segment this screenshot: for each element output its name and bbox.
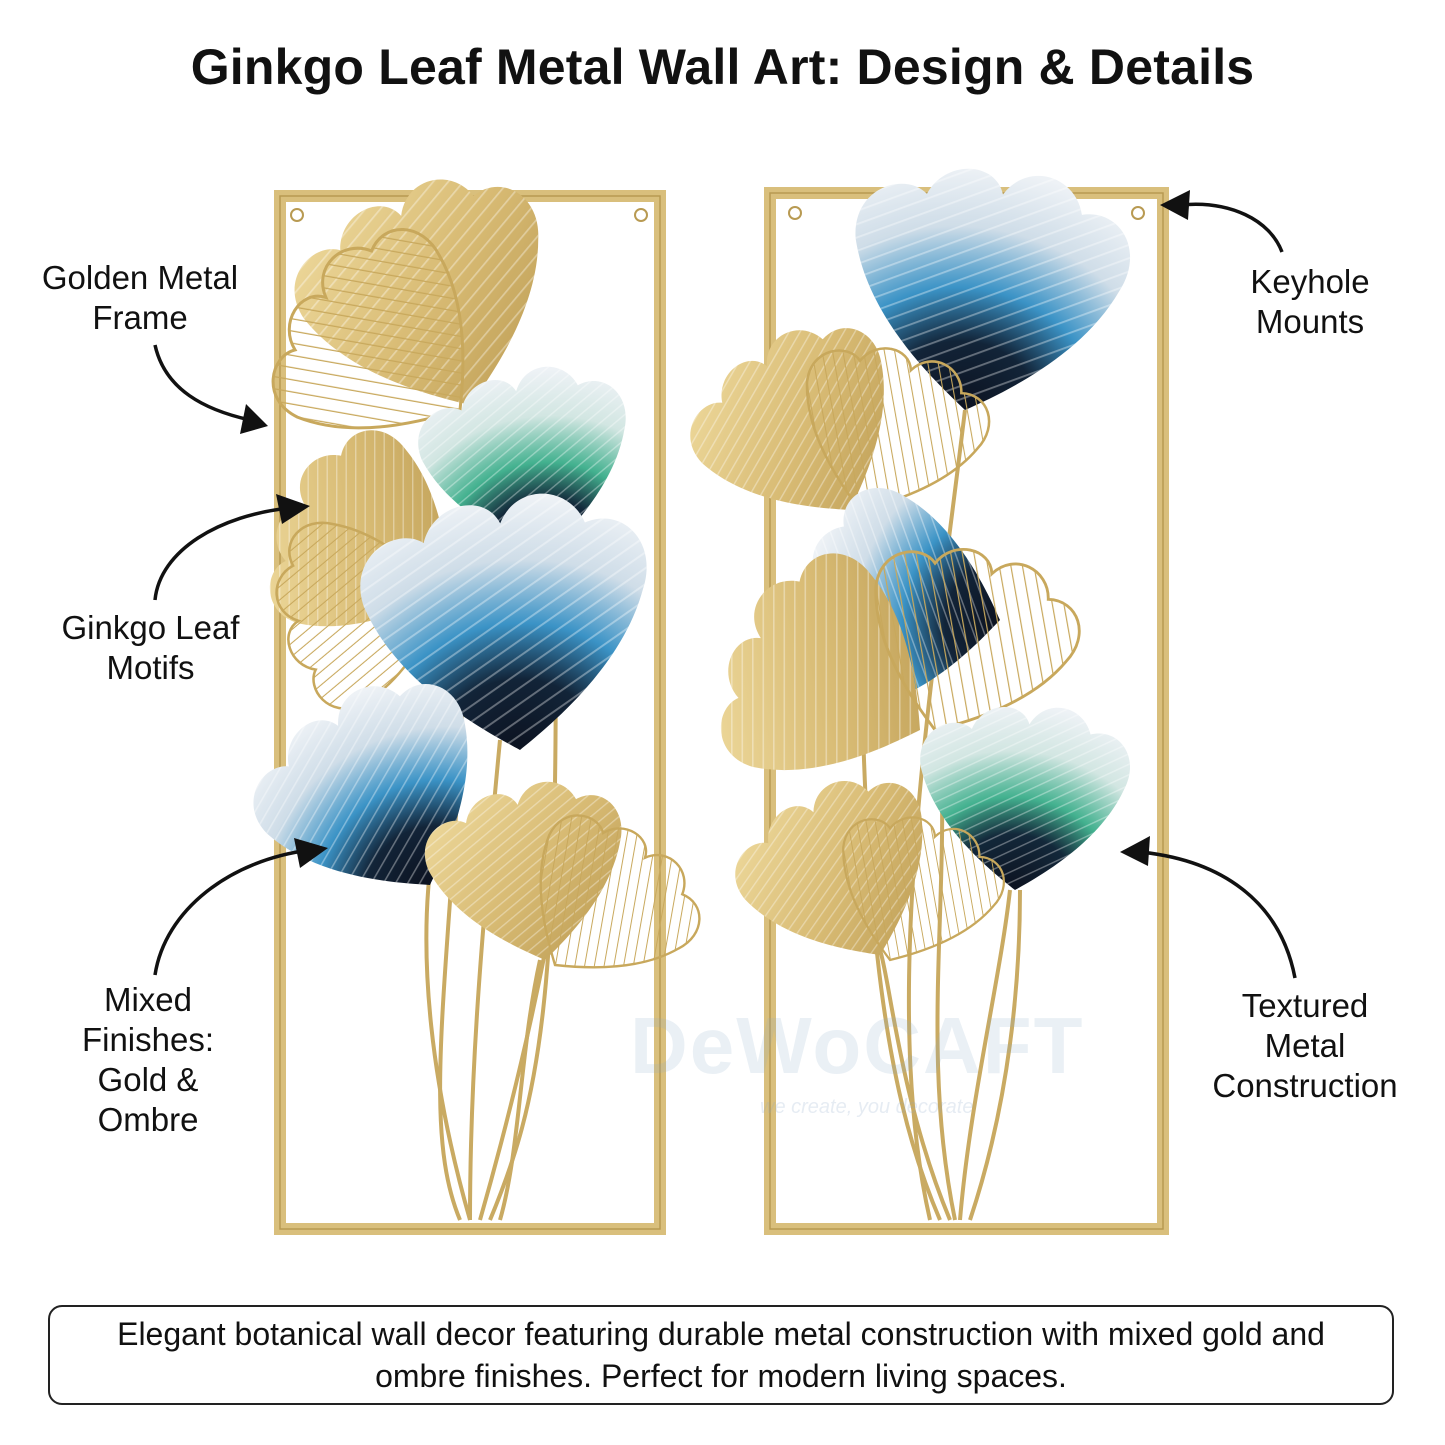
label-textured-metal-construction: Textured Metal Construction [1212, 987, 1398, 1104]
page-title: Ginkgo Leaf Metal Wall Art: Design & Det… [190, 39, 1255, 95]
arrow-mixed-finishes [153, 848, 311, 976]
arrow-golden-frame [153, 344, 251, 422]
watermark-tagline: we create, you decorate [760, 1096, 974, 1118]
arrow-textured-metal [1139, 850, 1297, 979]
description-box: Elegant botanical wall decor featuring d… [48, 1305, 1394, 1405]
callout-arrows [153, 202, 1297, 979]
arrow-ginkgo-motifs [153, 506, 291, 601]
description-text: Elegant botanical wall decor featuring d… [117, 1316, 1325, 1394]
left-panel [226, 151, 724, 1235]
label-ginkgo-leaf-motifs: Ginkgo Leaf Motifs [61, 609, 240, 686]
arrow-keyhole-mounts [1179, 202, 1284, 253]
label-keyhole-mounts: Keyhole Mounts [1250, 263, 1370, 340]
right-panel [665, 145, 1169, 1235]
label-mixed-finishes: Mixed Finishes: Gold & Ombre [81, 981, 215, 1138]
label-golden-metal-frame: Golden Metal Frame [41, 259, 239, 336]
watermark-logo: DeWoCAFT [630, 1001, 1085, 1090]
